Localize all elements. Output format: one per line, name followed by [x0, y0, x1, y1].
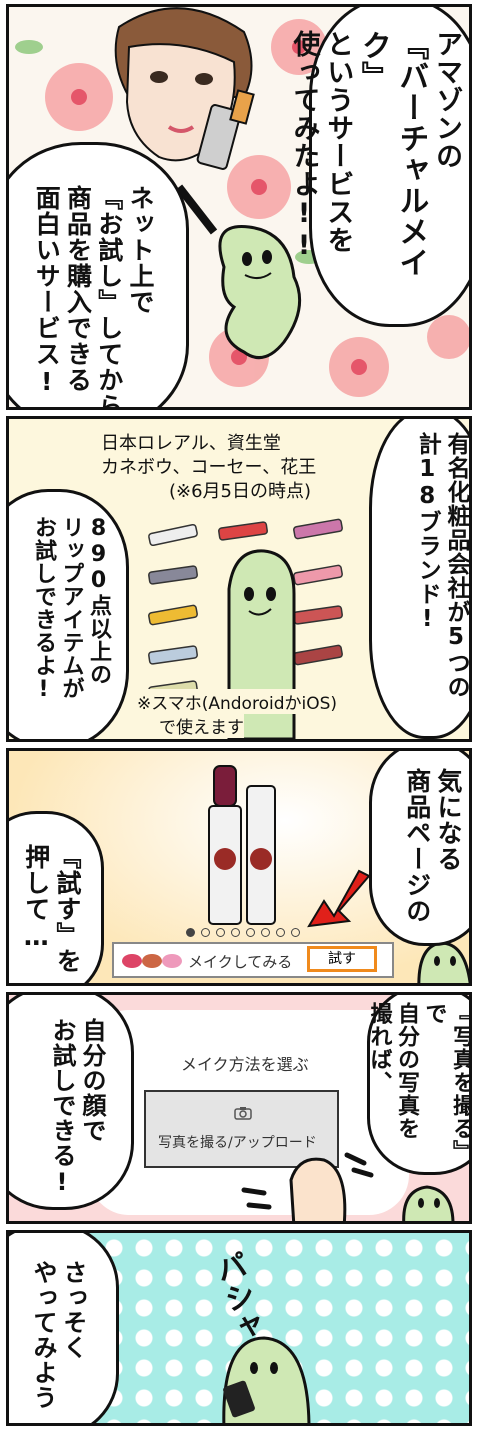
carousel-indicator[interactable] [186, 928, 300, 937]
speech-line: 使ってみたよ!! [288, 30, 320, 262]
speech-line: お試しできるよ! [31, 516, 56, 703]
mascot [218, 225, 302, 360]
speech-line: 面白いサービス! [32, 185, 62, 397]
speech-text-left: さっそく やってみよう [28, 1260, 88, 1423]
brand-list-date-note: (※6月5日の時点) [169, 481, 312, 502]
carousel-dot[interactable] [291, 928, 300, 937]
speech-bubble-right: 有名化粧品会社が5つの 計18ブランド! [369, 419, 469, 739]
speech-line: 計18ブランド! [414, 432, 441, 633]
speech-line: 『試す』を [53, 844, 82, 974]
mascot [402, 1185, 455, 1221]
lipstick-illustration [196, 89, 255, 170]
red-arrow-icon [307, 869, 371, 928]
panel5-illustration [222, 1336, 311, 1423]
speech-line: 『写真を撮る』で [421, 1002, 472, 1163]
smartphone-icon [223, 1380, 255, 1418]
speech-bubble-left: 『試す』を 押して… [9, 811, 104, 983]
panel-5: パシャ さっそく やってみよう [6, 1230, 472, 1426]
speech-bubble-left: さっそく やってみよう [9, 1233, 119, 1423]
speech-bubble-right: アマゾンの 『バーチャルメイク』 というサービスを 使ってみたよ!! [289, 7, 469, 327]
try-button[interactable]: 試す [307, 946, 377, 972]
speech-line: 890点以上の [86, 516, 111, 686]
carousel-dot[interactable] [261, 928, 270, 937]
photo-upload-label: 写真を撮る/アップロード [158, 1135, 317, 1151]
speech-line: アマゾンの [431, 30, 462, 170]
speech-text-right: 有名化粧品会社が5つの 計18ブランド! [413, 432, 469, 732]
panel-3: メイクしてみる 試す 気になる 商品ページの 『試す』を 押して… [6, 748, 472, 986]
speech-line: 自分の顔で [78, 1018, 106, 1143]
makeup-label: メイクしてみる [188, 953, 293, 971]
lip-swatch-icon [122, 954, 182, 968]
carousel-dot[interactable] [246, 928, 255, 937]
carousel-dot[interactable] [231, 928, 240, 937]
speech-text-right: 気になる 商品ページの [402, 768, 465, 938]
speech-text-right: アマゾンの 『バーチャルメイク』 というサービスを 使ってみたよ!! [287, 30, 463, 310]
brand-list-line-1: 日本ロレアル、資生堂 [101, 433, 281, 454]
speech-text-left: 890点以上の リップアイテムが お試しできるよ! [30, 516, 113, 736]
speech-bubble-left: 自分の顔で お試しできる! [9, 995, 134, 1210]
speech-bubble-right: 『写真を撮る』で 自分の写真を 撮れば、 [365, 995, 472, 1175]
camera-icon [234, 1107, 252, 1120]
speech-line: 有名化粧品会社が5つの [443, 432, 469, 699]
finger-tap-illustration [241, 1152, 455, 1221]
speech-line: さっそく [59, 1260, 87, 1360]
speech-bubble-right: 気になる 商品ページの [369, 751, 469, 946]
speech-text-left: 自分の顔で お試しできる! [47, 1018, 107, 1198]
speech-line: 撮れば、 [366, 1002, 392, 1094]
speech-line: 自分の写真を [394, 1002, 419, 1140]
carousel-dot[interactable] [201, 928, 210, 937]
speech-bubble-left: 890点以上の リップアイテムが お試しできるよ! [9, 489, 129, 739]
product-lipstick-illustration [208, 765, 469, 983]
speech-line: やってみよう [29, 1260, 57, 1410]
speech-text-left: 『試す』を 押して… [21, 844, 84, 983]
speech-line: 商品ページの [402, 768, 432, 924]
photo-upload-button[interactable]: 写真を撮る/アップロード [144, 1090, 339, 1168]
mascot [417, 941, 469, 983]
speech-line: 『お試し』してから [94, 185, 124, 410]
makeup-bar: メイクしてみる 試す [112, 942, 394, 978]
speech-text-left: ネット上で 『お試し』してから 商品を購入できる 面白いサービス! [31, 185, 156, 410]
carousel-dot[interactable] [216, 928, 225, 937]
lipstick-grid [148, 518, 343, 700]
speech-line: というサービスを [322, 30, 354, 254]
carousel-dot[interactable] [186, 928, 195, 937]
device-note-line-1: ※スマホ(AndoroidかiOS) [137, 689, 338, 714]
dialog-title: メイク方法を選ぶ [181, 1055, 309, 1074]
speech-bubble-left: ネット上で 『お試し』してから 商品を購入できる 面白いサービス! [9, 142, 189, 410]
device-note-line-2: で使えます [159, 713, 244, 738]
carousel-dot[interactable] [276, 928, 285, 937]
speech-line: 押して… [21, 844, 51, 952]
speech-line: 商品を購入できる [63, 185, 93, 393]
brand-list-line-2: カネボウ、コーセー、花王 [101, 457, 317, 478]
speech-line-highlight: 『バーチャルメイク』 [355, 30, 429, 278]
speech-line: リップアイテムが [58, 516, 84, 700]
speech-line: お試しできる! [48, 1018, 76, 1197]
panel-4: メイク方法を選ぶ 写真を撮る/アップロード 自分の顔で お試しできる! 『写真を… [6, 992, 472, 1224]
speech-line: 気になる [434, 768, 463, 872]
speech-line: ネット上で [126, 185, 155, 315]
panel-2: 日本ロレアル、資生堂 カネボウ、コーセー、花王 (※6月5日の時点) 有名化粧品… [6, 416, 472, 742]
panel-1: アマゾンの 『バーチャルメイク』 というサービスを 使ってみたよ!! ネット上で… [6, 4, 472, 410]
speech-text-right: 『写真を撮る』で 自分の写真を 撮れば、 [365, 1002, 472, 1172]
